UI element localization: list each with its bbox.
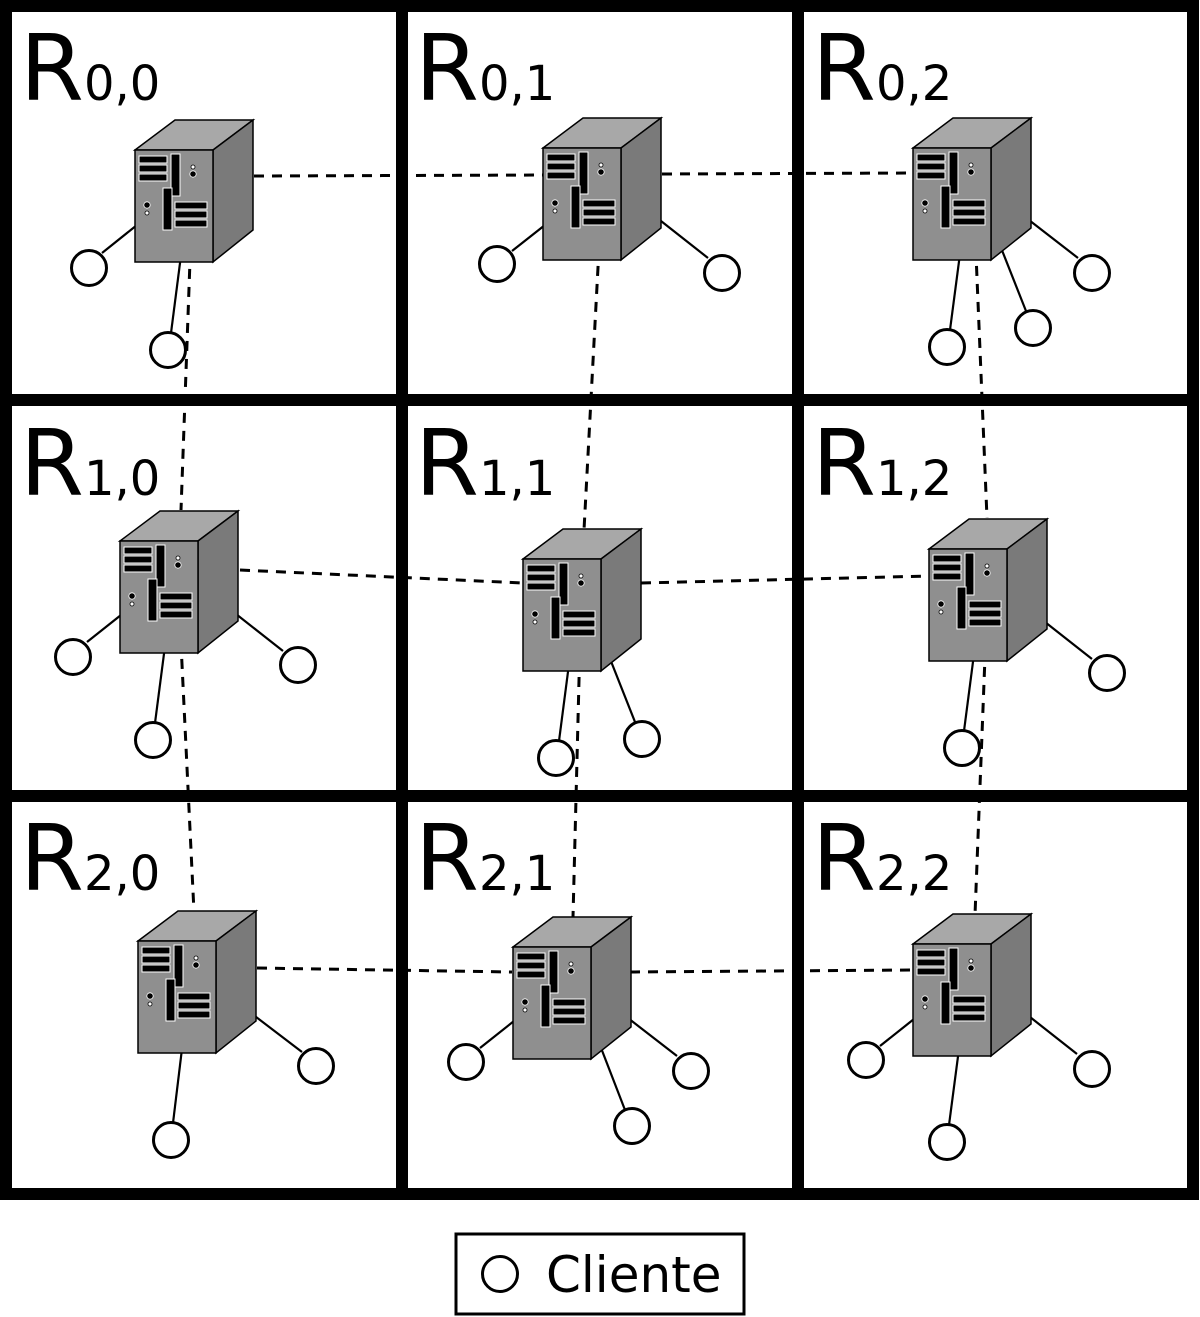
server-icon-r11 — [522, 528, 642, 672]
server-icon-r21 — [512, 916, 632, 1060]
region-label-r11: R1,1 — [415, 410, 555, 517]
link-r10-r11 — [239, 568, 524, 585]
server-icon-r01 — [542, 117, 662, 261]
client-node — [279, 646, 317, 684]
client-node — [1073, 254, 1111, 292]
link-r21-r22 — [629, 968, 914, 974]
client-node — [1088, 654, 1126, 692]
link-r11-r12 — [640, 574, 930, 585]
link-r12-r22 — [973, 630, 988, 916]
link-r02-r12 — [973, 229, 989, 519]
server-icon-r10 — [119, 510, 239, 654]
link-r01-r02 — [661, 171, 914, 176]
client-node — [703, 254, 741, 292]
client-node — [447, 1043, 485, 1081]
region-label-r22: R2,2 — [812, 805, 952, 912]
region-label-r10: R1,0 — [20, 410, 160, 517]
client-node — [672, 1052, 710, 1090]
link-r20-r21 — [256, 966, 513, 974]
server-icon-r12 — [928, 518, 1048, 662]
client-node — [928, 328, 966, 366]
region-label-r01: R0,1 — [415, 15, 555, 122]
client-node — [537, 739, 575, 777]
server-icon-r02 — [912, 117, 1032, 261]
client-node — [613, 1107, 651, 1145]
region-labels: R0,0 R0,1 R0,2 R1,0 R1,1 R1,2 R2,0 R2,1 … — [20, 15, 952, 912]
client-node — [1014, 309, 1052, 347]
clients — [54, 245, 1126, 1161]
link-r10-r20 — [178, 622, 196, 913]
client-node — [928, 1123, 966, 1161]
client-node — [478, 245, 516, 283]
client-node — [847, 1041, 885, 1079]
link-r01-r11 — [582, 229, 602, 531]
client-node — [1073, 1050, 1111, 1088]
client-node — [54, 638, 92, 676]
region-label-r20: R2,0 — [20, 805, 160, 912]
server-icon-r20 — [137, 910, 257, 1054]
server-links — [178, 171, 989, 974]
client-node — [943, 729, 981, 767]
client-node — [149, 331, 187, 369]
link-r00-r01 — [253, 173, 545, 178]
server-icon-r22 — [912, 913, 1032, 1057]
client-node — [152, 1121, 190, 1159]
legend: Cliente — [454, 1232, 746, 1316]
region-label-r12: R1,2 — [812, 410, 952, 517]
legend-client-icon — [481, 1255, 519, 1293]
server-icon-r00 — [134, 119, 254, 263]
client-node — [297, 1047, 335, 1085]
client-node — [623, 720, 661, 758]
region-label-r02: R0,2 — [812, 15, 952, 122]
legend-label: Cliente — [546, 1246, 722, 1304]
region-label-r00: R0,0 — [20, 15, 160, 122]
client-node — [70, 249, 108, 287]
region-label-r21: R2,1 — [415, 805, 555, 912]
client-node — [134, 721, 172, 759]
